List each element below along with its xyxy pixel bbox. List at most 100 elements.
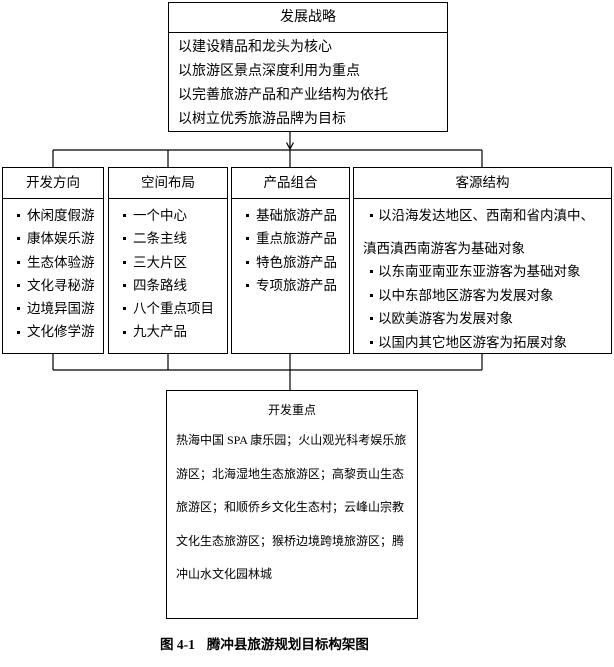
- bullet-icon: [17, 307, 20, 311]
- list-item-label: 休闲度假游: [27, 208, 95, 223]
- spatial-layout-box: 空间布局 一个中心 二条主线 三大片区 四条路线 八个重点项目 九大产品: [108, 167, 228, 354]
- header-divider: [232, 198, 349, 199]
- list-item-label: 边境异国游: [27, 301, 95, 317]
- bullet-icon: [246, 237, 249, 241]
- list-item: 以欧美游客为发展对象: [354, 307, 611, 331]
- text-line: 游区；北海湿地生态旅游区；高黎贡山生态: [176, 466, 405, 481]
- bullet-icon: [17, 237, 20, 241]
- development-focus-title: 开发重点: [267, 403, 316, 417]
- bullet-icon: [123, 284, 126, 288]
- list-item-label: 三大片区: [133, 254, 187, 270]
- list-item: 九大产品: [109, 320, 227, 343]
- header-divider: [109, 198, 227, 199]
- list-item-label: 重点旅游产品: [256, 231, 337, 247]
- list-item-line: 以欧美游客为发展对象: [354, 307, 611, 331]
- bullet-icon: [370, 317, 373, 321]
- bullet-icon: [246, 214, 249, 218]
- header-divider: [3, 198, 103, 199]
- bullet-icon: [370, 293, 373, 297]
- list-item: 三大片区: [109, 251, 227, 274]
- list-item-line: 以东南亚南亚东亚游客为基础对象: [354, 260, 611, 284]
- bullet-icon: [370, 214, 373, 218]
- list-item-label: 二条主线: [133, 231, 187, 247]
- figure-caption: 图 4-1 腾冲县旅游规划目标构架图: [160, 636, 369, 654]
- list-item-label: 以国内其它地区游客为拓展对象: [378, 334, 567, 350]
- list-item-label: 四条路线: [133, 277, 187, 293]
- list-item: 专项旅游产品: [232, 274, 349, 297]
- list-item: 文化寻秘游: [3, 274, 103, 297]
- development-focus-text: 热海中国 SPA 康乐园；火山观光科考娱乐旅 游区；北海湿地生态旅游区；高黎贡山…: [176, 424, 413, 592]
- list-item-label: 文化寻秘游: [27, 277, 95, 293]
- list-item: 二条主线: [109, 227, 227, 250]
- list-item: 基础旅游产品: [232, 204, 349, 227]
- list-item-label: 一个中心: [133, 208, 187, 223]
- bullet-icon: [123, 237, 126, 241]
- list-item: 以国内其它地区游客为拓展对象: [354, 331, 611, 355]
- visitor-source-structure-list: 以沿海发达地区、西南和省内滇中、 滇西滇西南游客为基础对象 以东南亚南亚东亚游客…: [354, 204, 611, 354]
- list-item-label: 滇西滇西南游客为基础对象: [363, 240, 525, 256]
- bullet-icon: [17, 214, 20, 218]
- spatial-layout-title: 空间布局: [141, 175, 195, 190]
- list-item: 特色旅游产品: [232, 251, 349, 274]
- bullet-icon: [246, 284, 249, 288]
- product-combination-list: 基础旅游产品 重点旅游产品 特色旅游产品 专项旅游产品: [232, 204, 349, 297]
- list-item: 文化修学游: [3, 320, 103, 343]
- bullet-icon: [246, 260, 249, 264]
- bullet-icon: [123, 307, 126, 311]
- list-item-label: 以欧美游客为发展对象: [378, 311, 513, 326]
- development-direction-list: 休闲度假游 康体娱乐游 生态体验游 文化寻秘游 边境异国游 文化修学游: [3, 204, 103, 344]
- list-item: 四条路线: [109, 274, 227, 297]
- list-item: 康体娱乐游: [3, 227, 103, 250]
- list-item-line: 以中东部地区游客为发展对象: [354, 284, 611, 308]
- list-item: 生态体验游: [3, 251, 103, 274]
- list-item-label: 生态体验游: [27, 254, 95, 270]
- list-item-label: 文化修学游: [27, 324, 95, 340]
- list-item: 以树立优秀旅游品牌为目标: [178, 112, 346, 127]
- text-line: 热海中国 SPA 康乐园；火山观光科考娱乐旅: [176, 433, 407, 447]
- list-item: 以东南亚南亚东亚游客为基础对象: [354, 260, 611, 284]
- development-direction-title: 开发方向: [26, 175, 80, 190]
- bullet-icon: [17, 260, 20, 264]
- list-item-line-continued: 滇西滇西南游客为基础对象: [354, 237, 611, 261]
- list-item-label: 专项旅游产品: [256, 277, 337, 293]
- bullet-icon: [123, 330, 126, 334]
- list-item-label: 以东南亚南亚东亚游客为基础对象: [378, 264, 581, 279]
- list-item: 以旅游区景点深度利用为重点: [178, 64, 360, 79]
- list-item-line: 以国内其它地区游客为拓展对象: [354, 331, 611, 355]
- list-item: 边境异国游: [3, 297, 103, 320]
- text-line: 文化生态旅游区；猴桥边境跨境旅游区；腾: [176, 533, 405, 548]
- visitor-source-structure-title: 客源结构: [455, 175, 510, 190]
- list-item-label: 以中东部地区游客为发展对象: [378, 287, 554, 303]
- bullet-icon: [17, 284, 20, 288]
- list-item: 以中东部地区游客为发展对象: [354, 284, 611, 308]
- list-item-label: 基础旅游产品: [256, 208, 337, 223]
- spatial-layout-list: 一个中心 二条主线 三大片区 四条路线 八个重点项目 九大产品: [109, 204, 227, 344]
- list-item: 以沿海发达地区、西南和省内滇中、 滇西滇西南游客为基础对象: [354, 204, 611, 260]
- bullet-icon: [370, 270, 373, 274]
- bullet-icon: [17, 330, 20, 334]
- development-direction-box: 开发方向 休闲度假游 康体娱乐游 生态体验游 文化寻秘游 边境异国游 文化修学游: [2, 167, 104, 354]
- list-item-label: 九大产品: [133, 324, 187, 340]
- development-strategy-box: 发展战略 以建设精品和龙头为核心 以旅游区景点深度利用为重点 以完善旅游产品和产…: [168, 2, 448, 132]
- list-item-label: 康体娱乐游: [27, 231, 95, 247]
- list-item: 八个重点项目: [109, 297, 227, 320]
- list-item-label: 以沿海发达地区、西南和省内滇中、: [378, 208, 594, 223]
- product-combination-box: 产品组合 基础旅游产品 重点旅游产品 特色旅游产品 专项旅游产品: [231, 167, 350, 354]
- text-line: 旅游区；和顺侨乡文化生态村；云峰山宗教: [176, 500, 405, 514]
- header-divider: [354, 198, 611, 199]
- bullet-icon: [123, 214, 126, 218]
- text-line: 冲山水文化园林城: [176, 567, 273, 581]
- development-focus-box: 开发重点 热海中国 SPA 康乐园；火山观光科考娱乐旅 游区；北海湿地生态旅游区…: [166, 390, 418, 619]
- header-divider: [169, 32, 447, 33]
- bullet-icon: [123, 260, 126, 264]
- arrow-down-icon: [285, 142, 295, 151]
- list-item: 休闲度假游: [3, 204, 103, 227]
- list-item-label: 八个重点项目: [133, 301, 214, 317]
- figure-title: 腾冲县旅游规划目标构架图: [206, 637, 369, 652]
- list-item: 一个中心: [109, 204, 227, 227]
- visitor-source-structure-box: 客源结构 以沿海发达地区、西南和省内滇中、 滇西滇西南游客为基础对象 以东南亚南…: [353, 167, 612, 354]
- development-strategy-list: 以建设精品和龙头为核心 以旅游区景点深度利用为重点 以完善旅游产品和产业结构为依…: [178, 36, 447, 132]
- bullet-icon: [370, 340, 373, 344]
- figure-number: 图 4-1: [160, 637, 195, 652]
